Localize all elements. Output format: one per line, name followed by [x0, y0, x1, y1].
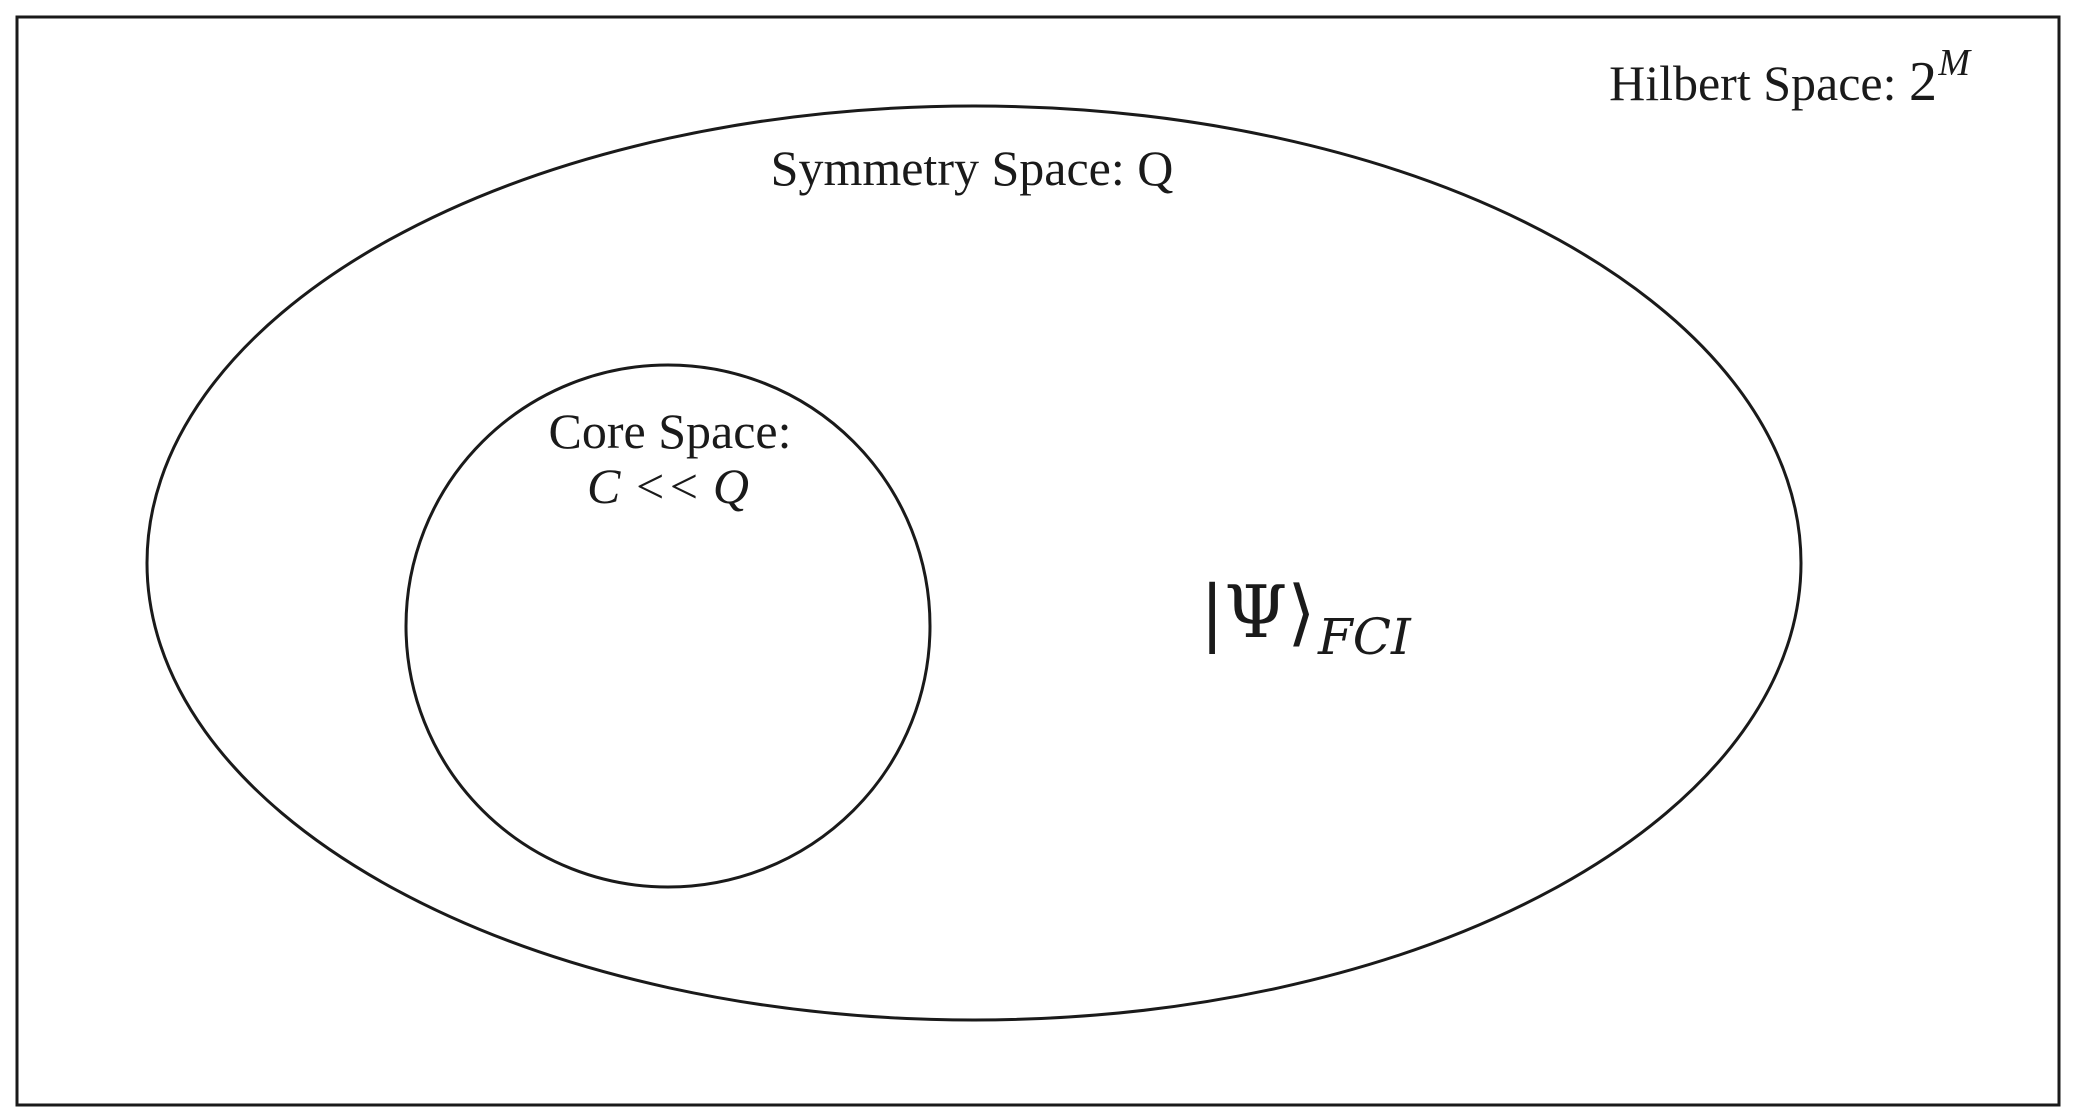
core-space-circle: [404, 363, 932, 889]
core-space-relation: C << Q: [587, 458, 749, 514]
hilbert-space-label: Hilbert Space: 2: [1609, 51, 1937, 113]
hilbert-space-base: 2: [1909, 51, 1937, 113]
hilbert-space-box: [15, 15, 2061, 1107]
fci-state-subscript: FCI: [1317, 608, 1412, 666]
symmetry-space-label: Symmetry Space: Q: [771, 140, 1174, 196]
symmetry-space-ellipse: [145, 104, 1803, 1022]
hilbert-space-label-prefix: Hilbert Space:: [1609, 55, 1909, 111]
hilbert-space-exponent: M: [1937, 42, 1972, 84]
fci-state-ket: |Ψ⟩: [1200, 570, 1316, 654]
core-space-label: Core Space:: [549, 403, 792, 459]
